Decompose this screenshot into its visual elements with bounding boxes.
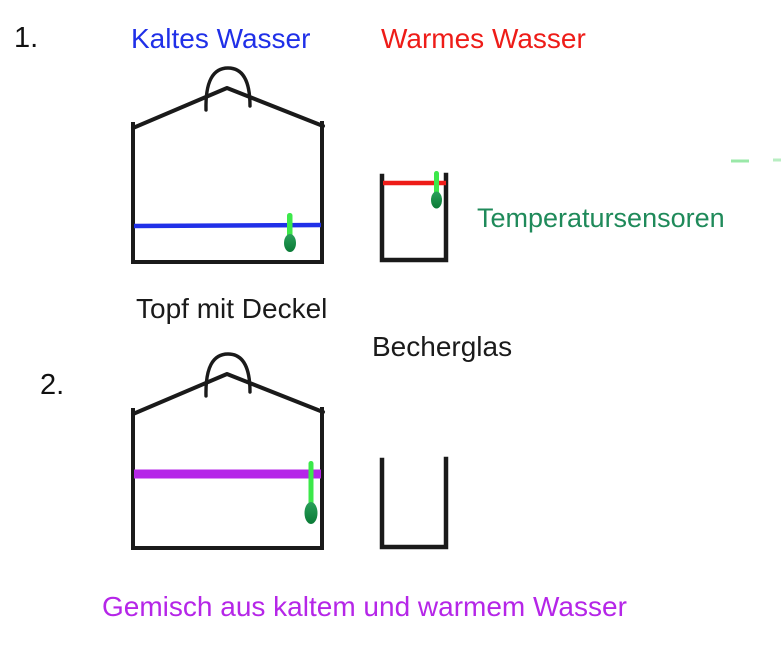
sensor-pot-1-bulb-icon	[284, 234, 296, 252]
pot-1-lid-icon	[131, 86, 325, 130]
pot-1-body-icon	[131, 121, 324, 264]
sensor-pot-2-stem-icon	[308, 461, 314, 508]
pot-2-body-icon	[131, 407, 324, 550]
caption-mixture: Gemisch aus kaltem und warmem Wasser	[102, 591, 627, 622]
step-marker-2: 2.	[40, 369, 65, 401]
sensor-beaker-1-stem-icon	[434, 171, 439, 195]
sensor-beaker-1	[431, 171, 442, 209]
sensor-pot-2	[304, 461, 318, 524]
sensor-pot-1-stem-icon	[287, 213, 293, 239]
step-marker-1: 1.	[14, 22, 39, 54]
beaker-1	[379, 172, 449, 263]
pot-1-lid-knob-icon	[204, 66, 252, 112]
sensor-pot-2-bulb-icon	[304, 502, 318, 524]
heading-warm-water: Warmes Wasser	[381, 23, 586, 54]
sensor-pot-1	[284, 213, 296, 252]
beaker-2	[379, 456, 449, 550]
pot-2-lid-knob-icon	[204, 352, 252, 398]
label-temperature-sensors: Temperatursensoren	[477, 203, 725, 233]
heading-cold-water: Kaltes Wasser	[131, 23, 311, 54]
pot-2-lid-icon	[131, 372, 325, 416]
pot-1-water-line	[133, 222, 322, 229]
label-beaker: Becherglas	[372, 331, 513, 362]
pot-2	[131, 352, 325, 550]
sensor-beaker-1-bulb-icon	[431, 191, 442, 209]
pot-1	[131, 66, 325, 264]
beaker-1-body-icon	[379, 172, 449, 263]
beaker-2-body-icon	[379, 456, 449, 550]
label-pot-with-lid: Topf mit Deckel	[136, 293, 328, 324]
